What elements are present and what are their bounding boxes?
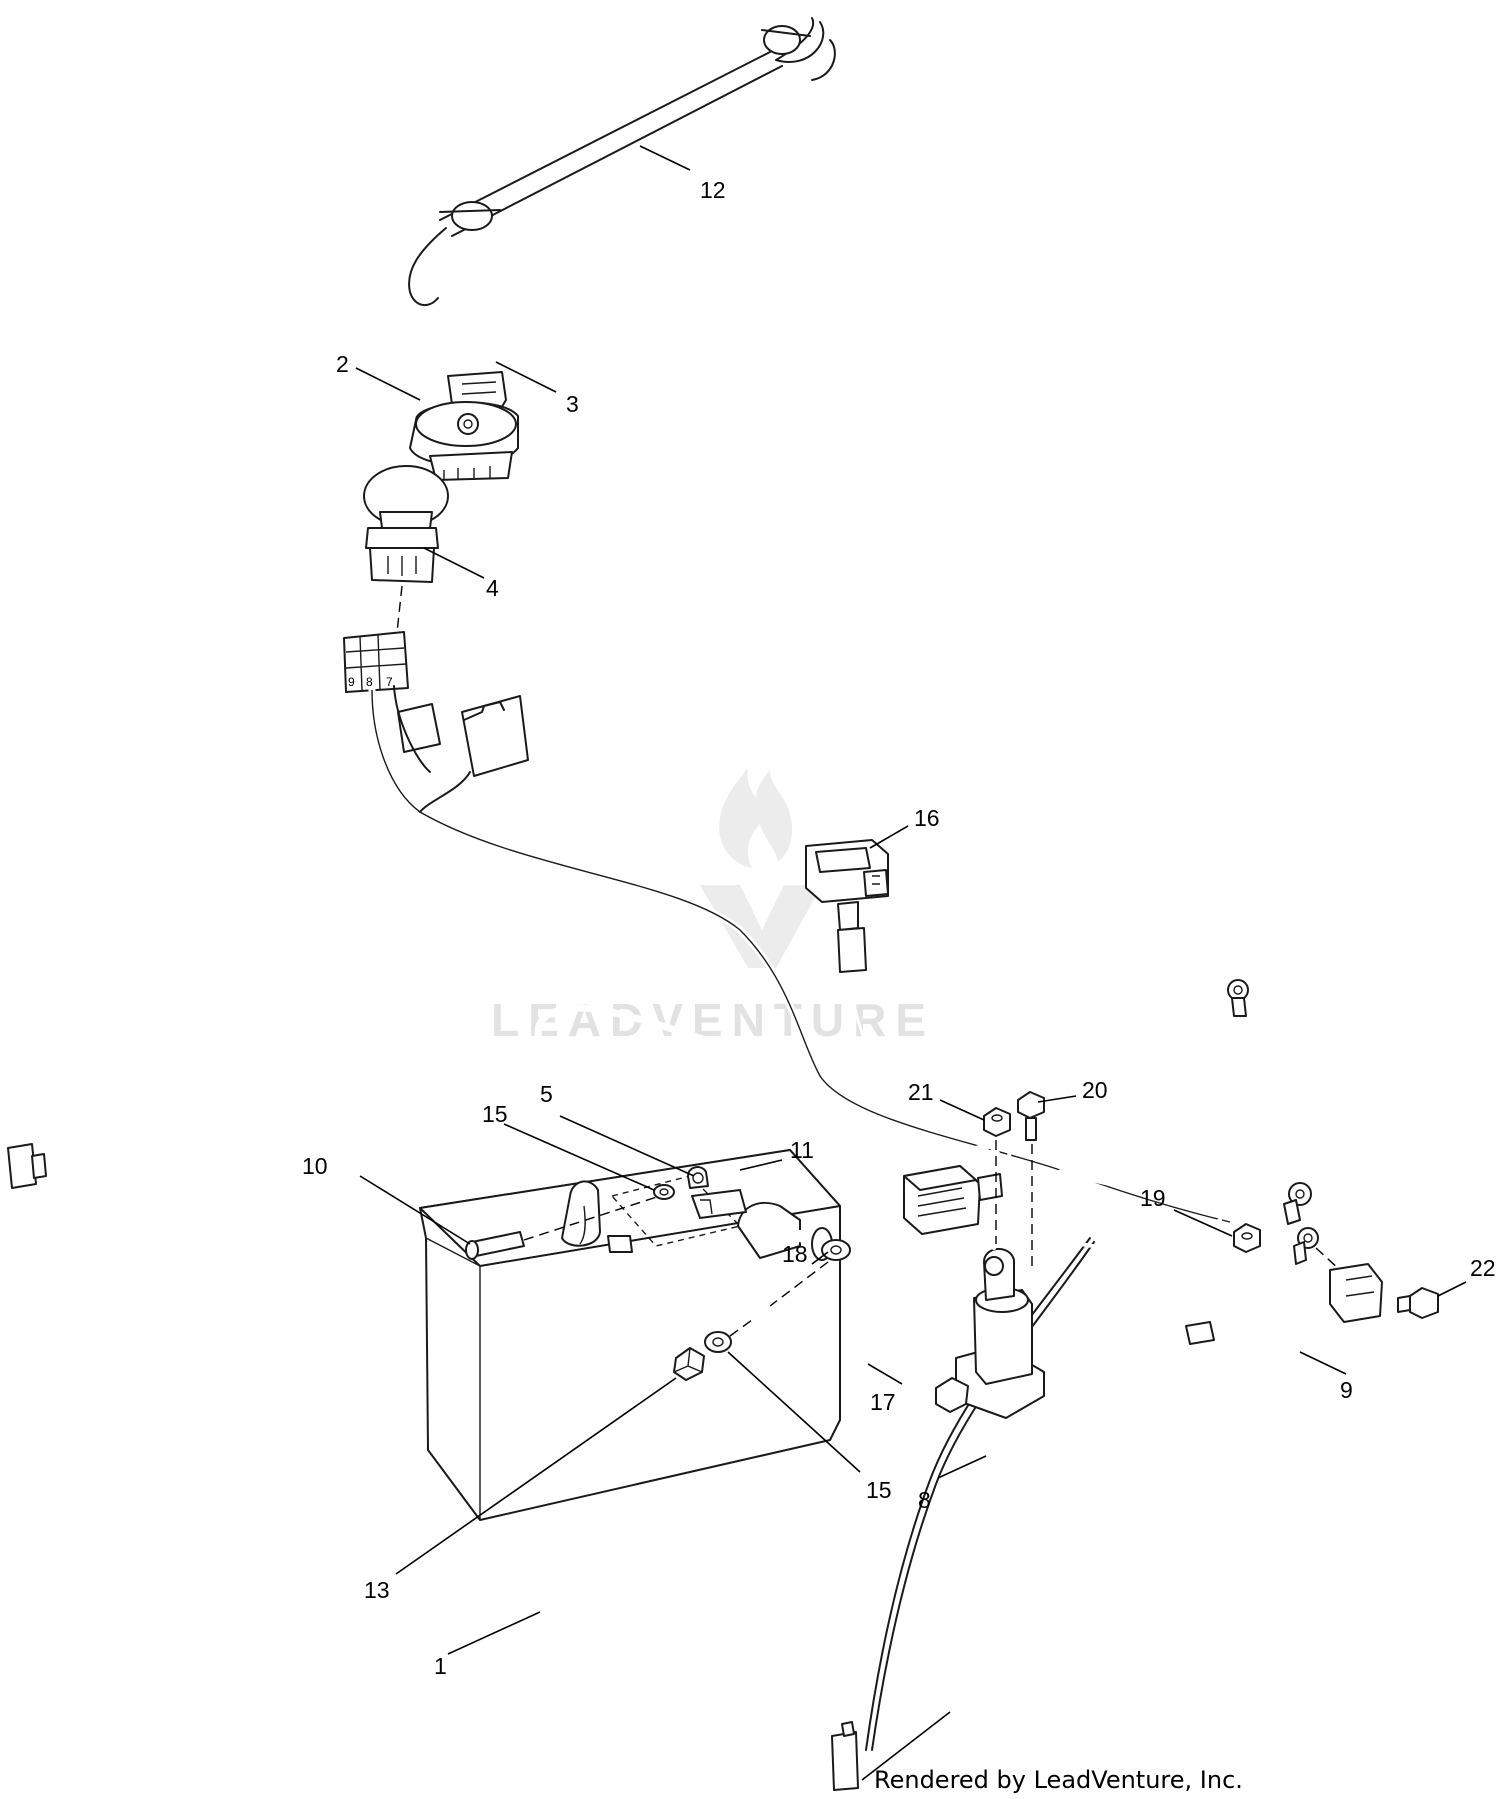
- callout-3: 3: [566, 391, 579, 417]
- render-credit: Rendered by LeadVenture, Inc.: [874, 1766, 1243, 1794]
- callout-20: 20: [1082, 1077, 1108, 1103]
- pto-switch-alignment-line: [395, 585, 403, 643]
- callout-labels: 12 2 3 4 16 5 15 10 11 21 20 19 22 18 9 …: [302, 177, 1496, 1679]
- wire-clamp-bracket: [561, 1180, 633, 1253]
- inline-connector: [1185, 1321, 1215, 1345]
- harness-end-connector-bottom: [831, 1721, 859, 1791]
- callout-5: 5: [540, 1081, 553, 1107]
- callout-18: 18: [782, 1241, 808, 1267]
- callout-4: 4: [486, 575, 499, 601]
- fuse-block: [691, 1189, 747, 1219]
- callout-13: 13: [364, 1577, 390, 1603]
- pin-label-8: 8: [366, 675, 373, 689]
- part-2-ignition-switch: [409, 401, 519, 481]
- part-15-washer-upper: [653, 1184, 675, 1200]
- callout-9: 9: [1340, 1377, 1353, 1403]
- part-18-washer: [821, 1239, 851, 1261]
- part-15-washer-lower: [704, 1331, 732, 1353]
- callout-22: 22: [1470, 1255, 1496, 1281]
- callout-15-upper: 15: [482, 1101, 508, 1127]
- harness-end-connector-left: [7, 1143, 47, 1189]
- callout-11: 11: [790, 1137, 814, 1163]
- callout-8: 8: [918, 1487, 931, 1513]
- part-19-nut: [1233, 1223, 1261, 1253]
- callout-16: 16: [914, 805, 940, 831]
- part-22-bolt: [1397, 1287, 1439, 1319]
- callout-2: 2: [336, 351, 349, 377]
- leadventure-watermark: LEADVENTURE: [491, 768, 935, 1046]
- part-16-hour-meter: [805, 839, 889, 973]
- pin-label-9: 9: [348, 675, 355, 689]
- harness-right-connector: [1329, 1263, 1383, 1323]
- harness-pto-connector: 9 8 7: [343, 631, 409, 693]
- washer-18-alignment-line: [769, 1261, 829, 1307]
- callout-1: 1: [434, 1653, 447, 1679]
- part-13-bolt: [673, 1347, 705, 1381]
- callout-19: 19: [1140, 1185, 1166, 1211]
- callout-17: 17: [870, 1389, 896, 1415]
- part-21-nut: [983, 1107, 1011, 1137]
- pin-alignment-line: [523, 1195, 661, 1241]
- watermark-v-icon: [700, 885, 822, 968]
- main-wire-harness: [58, 685, 1343, 1751]
- watermark-text: LEADVENTURE: [491, 994, 935, 1046]
- part-1-battery: [419, 1149, 841, 1521]
- part-4-pto-switch: [363, 465, 449, 583]
- callout-12: 12: [700, 177, 726, 203]
- part-12-hook-rod: [408, 17, 836, 307]
- ring-terminals: [1283, 1182, 1319, 1265]
- callout-10: 10: [302, 1153, 328, 1179]
- watermark-flame-icon: [719, 768, 793, 868]
- pin-label-7: 7: [386, 675, 393, 689]
- part-8-starter-solenoid: [935, 1118, 1045, 1419]
- part-9-battery-cable: [1227, 979, 1312, 1292]
- part-5-clamp: [687, 1166, 709, 1189]
- washer-15-alignment-line: [729, 1319, 753, 1337]
- harness-ignition-connectors: [397, 695, 529, 777]
- part-10-pin: [465, 1231, 525, 1260]
- leader-lines: [355, 145, 1467, 1781]
- callout-15-lower: 15: [866, 1477, 892, 1503]
- callout-21: 21: [908, 1079, 934, 1105]
- part-20-bolt: [1017, 1091, 1045, 1141]
- terminal-alignment-line: [1315, 1247, 1341, 1271]
